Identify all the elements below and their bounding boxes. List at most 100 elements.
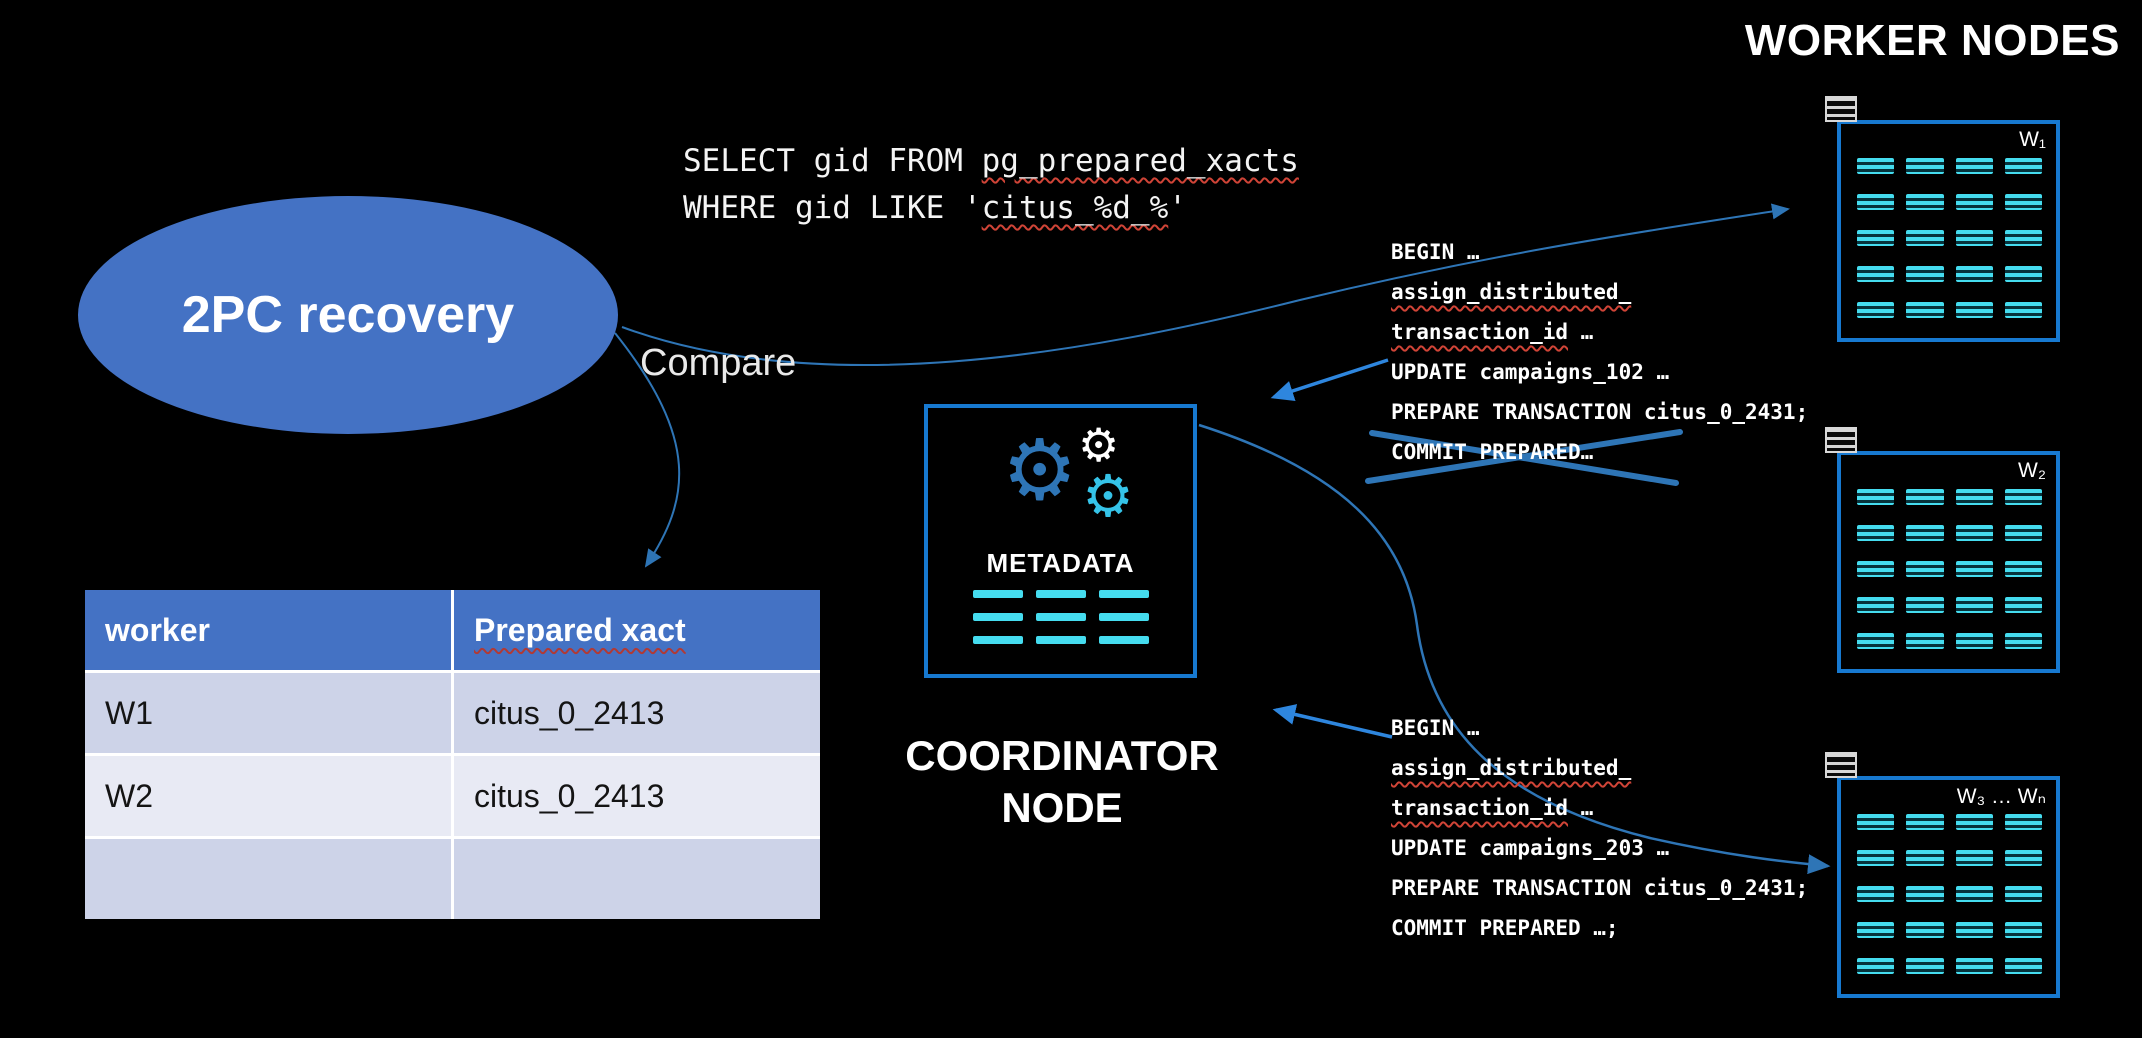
shard-icon: [1857, 885, 1895, 902]
worker-node-2-box: W₂: [1825, 427, 2060, 673]
gear-cyan-icon: ⚙: [1082, 464, 1134, 529]
shard-icon: [1906, 885, 1944, 902]
shard-icon: [2004, 560, 2042, 577]
shard-icon: [1906, 157, 1944, 174]
shard-icon: [1857, 488, 1895, 505]
coordinator-node-box: ⚙ ⚙ ⚙ METADATA: [924, 404, 1197, 678]
shard-icon: [1906, 958, 1944, 975]
arrow-tx2-to-coordinator: [1272, 704, 1393, 739]
shard-icon: [1857, 302, 1895, 319]
tx-text-misspelled: transaction_id: [1391, 320, 1569, 344]
transaction-block-1: BEGIN … assign_distributed_ transaction_…: [1391, 232, 1808, 472]
query-text: WHERE gid LIKE ': [683, 190, 982, 226]
shard-icon: [2004, 633, 2042, 650]
shard-icon: [1955, 560, 1993, 577]
shard-icon: [1906, 302, 1944, 319]
shard-icon: [1955, 193, 1993, 210]
metadata-bar-icon: [1035, 613, 1086, 621]
tx-text: UPDATE campaigns_102 …: [1391, 360, 1670, 384]
shard-icon: [1955, 157, 1993, 174]
query-text-misspelled: citus_%d_%: [981, 190, 1169, 226]
table-header-worker: worker: [85, 590, 451, 670]
shard-icon: [1906, 597, 1944, 614]
shard-icon: [1857, 849, 1895, 866]
shard-icon: [1906, 922, 1944, 939]
gears-icon: ⚙ ⚙ ⚙: [928, 422, 1193, 540]
shard-icon: [1906, 193, 1944, 210]
shard-icon: [1955, 633, 1993, 650]
metadata-list-icon: [972, 590, 1149, 644]
tx-text: UPDATE campaigns_203 …: [1391, 836, 1670, 860]
table-header-prepared-xact-label: Prepared xact: [474, 611, 686, 648]
metadata-label: METADATA: [986, 548, 1135, 578]
tx-text-misspelled: assign_distributed_: [1391, 756, 1632, 780]
shard-icon: [1955, 849, 1993, 866]
prepared-xact-table: worker Prepared xact W1 citus_0_2413 W2 …: [85, 590, 820, 919]
shard-icon: [1857, 813, 1895, 830]
shard-icon: [2004, 849, 2042, 866]
worker-nodes-title: WORKER NODES: [1744, 16, 2120, 65]
tx-text: …: [1568, 796, 1594, 820]
shard-icon: [2004, 229, 2042, 246]
shard-icon: [2004, 813, 2042, 830]
table-header-prepared-xact: Prepared xact: [454, 590, 820, 670]
shard-icon: [1955, 229, 1993, 246]
shard-icon: [2004, 193, 2042, 210]
2pc-recovery-ellipse: 2PC recovery: [78, 196, 618, 434]
shard-icon: [1955, 922, 1993, 939]
shard-icon: [2004, 157, 2042, 174]
tx-line: PREPARE TRANSACTION citus_0_2431;: [1391, 868, 1808, 908]
shard-icon: [2004, 922, 2042, 939]
metadata-bar-icon: [972, 613, 1023, 621]
coordinator-title-line-2: NODE: [1001, 784, 1123, 831]
shard-icon: [2004, 524, 2042, 541]
metadata-bar-icon: [1035, 590, 1086, 598]
2pc-recovery-label: 2PC recovery: [181, 286, 515, 344]
arrow-tx1-to-coordinator: [1270, 358, 1389, 402]
shard-icon: [1857, 229, 1895, 246]
tx-text-misspelled: assign_distributed_: [1391, 280, 1632, 304]
table-cell-worker-3: [85, 839, 451, 919]
tx-line: COMMIT PREPARED …;: [1391, 908, 1808, 948]
shard-icon: [1857, 193, 1895, 210]
shard-icon: [1955, 885, 1993, 902]
shard-icon: [1906, 229, 1944, 246]
metadata-bar-icon: [972, 590, 1023, 598]
tx-text-misspelled: transaction_id: [1391, 796, 1569, 820]
worker-node-3-box: W₃ … Wₙ: [1825, 752, 2060, 998]
compare-label: Compare: [640, 342, 797, 384]
shard-icon: [1906, 488, 1944, 505]
server-icon: [1825, 427, 1857, 453]
table-cell-worker-2: W2: [85, 756, 451, 836]
shard-icon: [1906, 633, 1944, 650]
tx-line: BEGIN …: [1391, 232, 1808, 272]
shard-icon: [1857, 922, 1895, 939]
shard-icon: [2004, 488, 2042, 505]
query-text-misspelled: pg_prepared_xacts: [981, 143, 1299, 179]
shard-icon: [1955, 266, 1993, 283]
tx-line: BEGIN …: [1391, 708, 1808, 748]
tx-text: PREPARE TRANSACTION citus_0_2431;: [1391, 876, 1809, 900]
server-icon: [1825, 96, 1857, 122]
server-icon: [1825, 752, 1857, 778]
shard-icon: [1955, 524, 1993, 541]
transaction-block-2: BEGIN … assign_distributed_ transaction_…: [1391, 708, 1808, 948]
query-text: SELECT gid FROM: [683, 143, 982, 179]
table-cell-xact-3: [454, 839, 820, 919]
shard-icon: [1955, 813, 1993, 830]
shard-icon: [1857, 597, 1895, 614]
shard-icon: [1955, 302, 1993, 319]
tx-text: COMMIT PREPARED …;: [1391, 916, 1619, 940]
shard-icon: [1906, 560, 1944, 577]
shard-icon: [1906, 849, 1944, 866]
tx-line: transaction_id …: [1391, 788, 1808, 828]
query-text: ': [1168, 190, 1187, 226]
metadata-bar-icon: [972, 636, 1023, 644]
table-cell-worker-1: W1: [85, 673, 451, 753]
metadata-bar-icon: [1035, 636, 1086, 644]
worker-node-3-label: W₃ … Wₙ: [1956, 785, 2046, 808]
sql-query: SELECT gid FROM pg_prepared_xacts WHERE …: [683, 138, 1299, 232]
table-cell-xact-1: citus_0_2413: [454, 673, 820, 753]
shard-icon: [2004, 597, 2042, 614]
sql-query-line-2: WHERE gid LIKE 'citus_%d_%': [683, 185, 1299, 232]
